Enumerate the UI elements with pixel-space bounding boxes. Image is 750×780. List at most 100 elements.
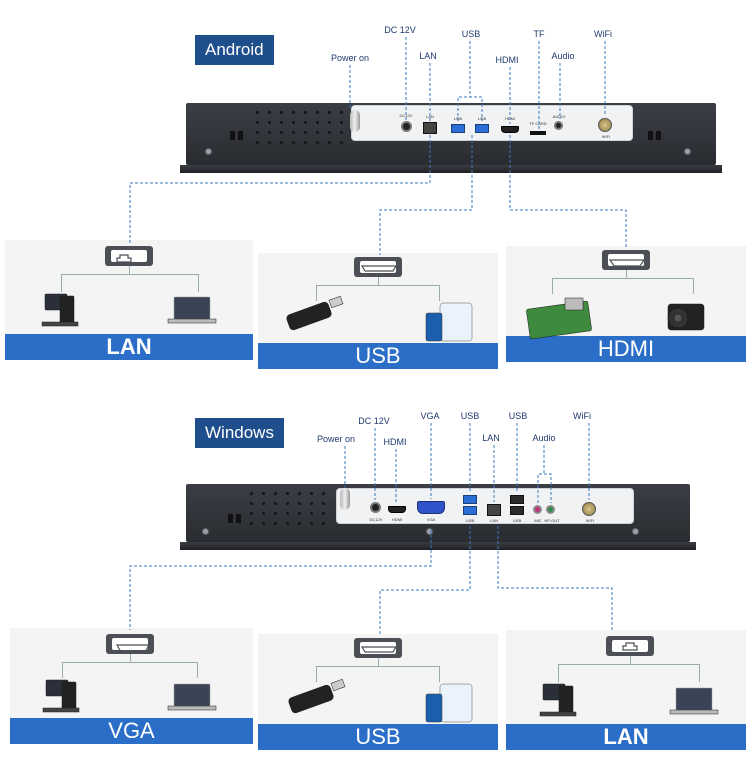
android-tag-lan: LAN — [426, 114, 434, 119]
android-tag-tf: TF CARD — [529, 121, 547, 126]
hdmi-glyph — [608, 259, 646, 267]
windows-slot — [228, 514, 233, 523]
windows-title-badge: Windows — [195, 418, 284, 448]
usb-port-icon — [354, 257, 402, 277]
android-usb-port-1-icon — [451, 124, 465, 133]
android-lan-port-icon — [423, 122, 437, 134]
android-label-tf: TF — [533, 29, 545, 39]
android-device-lip — [180, 165, 722, 173]
windows-wifi-antenna-icon — [582, 502, 596, 516]
ethernet-glyph — [622, 642, 638, 651]
desktop-pc-icon — [41, 293, 79, 327]
windows-usb-port-1-icon — [463, 495, 477, 504]
laptop-icon — [669, 687, 719, 715]
windows-mic-jack-icon — [533, 505, 542, 514]
windows-tag-vga: VGA — [426, 517, 436, 522]
android-card-hdmi: HDMI — [506, 246, 746, 362]
windows-tag-usb1: USB — [465, 518, 475, 523]
phone-tablet-icon — [425, 683, 473, 723]
windows-label-usb2: USB — [508, 411, 528, 421]
android-label-hdmi: HDMI — [495, 55, 519, 65]
android-label-lan: LAN — [419, 51, 437, 61]
ethernet-port-icon — [606, 636, 654, 656]
android-tf-slot-icon — [530, 131, 546, 135]
tree-stem — [129, 266, 130, 274]
windows-screw — [426, 528, 433, 535]
tree-stem — [378, 658, 379, 666]
route-lan — [129, 135, 431, 244]
vga-glyph — [115, 644, 151, 653]
windows-vga-port-icon — [417, 501, 445, 514]
usb-glyph — [360, 646, 398, 653]
route-hdmi — [509, 135, 627, 248]
android-slot — [648, 131, 653, 140]
pointer-line — [457, 96, 483, 121]
windows-dc-jack-icon — [370, 502, 381, 513]
tree-branch — [61, 274, 199, 292]
ethernet-glyph — [116, 254, 132, 263]
windows-usb-port-2-icon — [463, 506, 477, 515]
android-card-hdmi-label: HDMI — [506, 336, 746, 362]
usb-port-icon — [354, 638, 402, 658]
windows-usb-port-4-icon — [510, 506, 524, 515]
tree-stem — [630, 656, 631, 664]
laptop-icon — [167, 683, 217, 711]
android-tag-audio: AUDIO — [552, 114, 566, 119]
tree-branch — [62, 662, 198, 678]
pointer-line — [537, 473, 552, 503]
windows-label-lan: LAN — [482, 433, 500, 443]
tree-stem — [378, 277, 379, 285]
windows-vent-grille — [250, 492, 325, 525]
usb-dongle-icon — [286, 295, 344, 331]
raspberry-pi-icon — [526, 297, 592, 340]
windows-hdmi-port-icon — [388, 506, 406, 513]
windows-label-vga: VGA — [420, 411, 440, 421]
windows-power-button-icon[interactable] — [340, 488, 350, 510]
android-slot — [230, 131, 235, 140]
android-slot — [656, 131, 661, 140]
android-power-button-icon[interactable] — [350, 110, 360, 132]
phone-tablet-icon — [425, 302, 473, 342]
windows-slot — [236, 514, 241, 523]
vga-port-icon — [106, 634, 154, 654]
route-usb — [379, 526, 471, 636]
windows-label-usb1: USB — [460, 411, 480, 421]
route-lan — [497, 526, 613, 632]
android-audio-jack-icon — [554, 121, 563, 130]
android-hdmi-port-icon — [501, 126, 519, 133]
windows-title: Windows — [205, 423, 274, 442]
android-screw — [205, 148, 212, 155]
android-tag-wifi: WIFI — [601, 134, 611, 139]
route-usb — [379, 135, 473, 255]
windows-card-vga-label: VGA — [10, 718, 253, 744]
android-tag-dc: DC12V — [399, 113, 413, 118]
windows-screw — [632, 528, 639, 535]
android-slot — [238, 131, 243, 140]
windows-device-lip — [180, 542, 696, 550]
tree-stem — [130, 654, 131, 662]
windows-screw — [202, 528, 209, 535]
android-device-body — [180, 103, 722, 173]
android-card-lan: LAN — [5, 240, 253, 360]
usb-dongle-icon — [288, 678, 346, 714]
tree-stem — [626, 270, 627, 278]
windows-card-usb-label: USB — [258, 724, 498, 750]
android-tag-usb2: USB — [477, 116, 487, 121]
windows-lan-port-icon — [487, 504, 501, 516]
windows-tag-wifi: WIFI — [585, 518, 595, 523]
android-title: Android — [205, 40, 264, 59]
windows-tag-usb2: USB — [512, 518, 522, 523]
windows-label-dc: DC 12V — [358, 416, 390, 426]
windows-card-lan-label: LAN — [506, 724, 746, 750]
android-dc-jack-icon — [401, 121, 412, 132]
laptop-icon — [167, 296, 217, 324]
android-label-power: Power on — [330, 53, 370, 63]
android-label-dc: DC 12V — [384, 25, 416, 35]
windows-usb-port-3-icon — [510, 495, 524, 504]
android-card-usb-label: USB — [258, 343, 498, 369]
windows-label-power: Power on — [316, 434, 356, 444]
windows-headphone-jack-icon — [546, 505, 555, 514]
windows-tag-hp: HP-OUT — [544, 518, 560, 523]
android-label-audio: Audio — [551, 51, 575, 61]
